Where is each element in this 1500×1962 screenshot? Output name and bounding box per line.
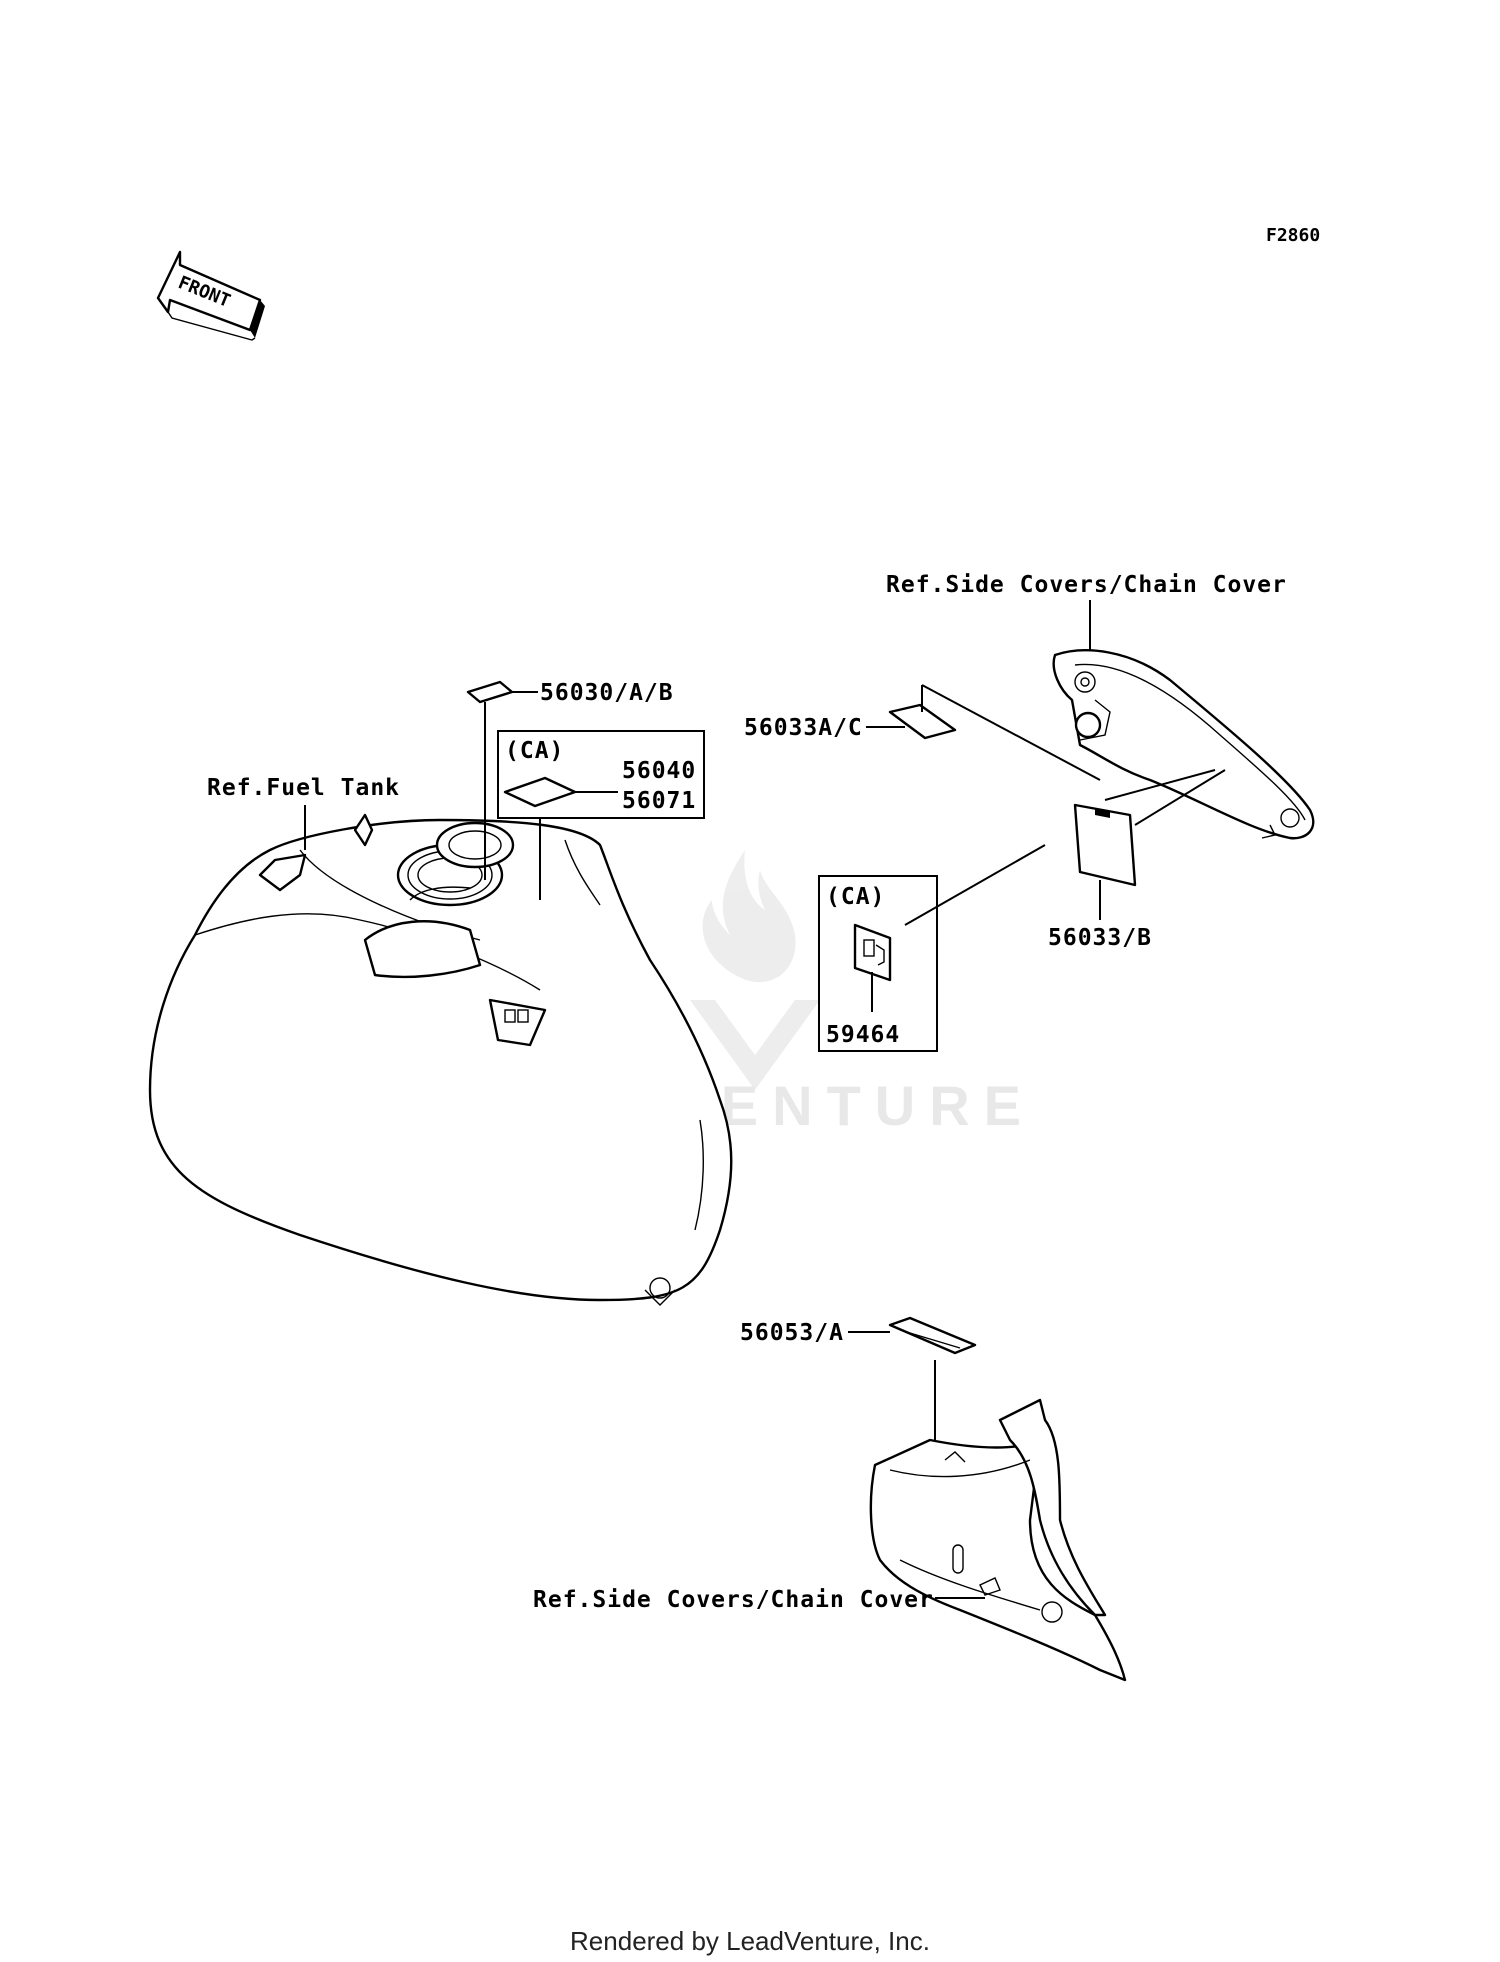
ref-fuel-tank-label: Ref.Fuel Tank bbox=[207, 775, 400, 801]
ref-side-covers-bottom-label: Ref.Side Covers/Chain Cover bbox=[533, 1587, 934, 1613]
sticker-56030 bbox=[466, 680, 514, 704]
side-cover-top bbox=[1052, 649, 1315, 840]
ca-box2-tag: (CA) bbox=[826, 884, 885, 910]
sticker-56033b bbox=[1073, 803, 1137, 887]
part-56033b-label: 56033/B bbox=[1048, 925, 1152, 951]
watermark-logo-icon bbox=[690, 850, 820, 1090]
footer-credit: Rendered by LeadVenture, Inc. bbox=[570, 1926, 930, 1956]
part-56071-label: 56071 bbox=[622, 788, 696, 814]
ca-box-56040: (CA) 56040 56071 bbox=[497, 730, 705, 819]
ref-side-covers-top-label: Ref.Side Covers/Chain Cover bbox=[886, 572, 1287, 598]
sticker-56033ac bbox=[888, 703, 957, 740]
chain-cover-bottom bbox=[869, 1398, 1127, 1682]
fuel-tank bbox=[148, 813, 733, 1306]
part-56030-label: 56030/A/B bbox=[540, 680, 674, 706]
part-59464-label: 59464 bbox=[826, 1022, 900, 1048]
ca-box-59464: (CA) 59464 bbox=[818, 875, 938, 1052]
front-arrow-icon: FRONT bbox=[156, 250, 265, 341]
sticker-56053 bbox=[888, 1316, 977, 1355]
part-56053-label: 56053/A bbox=[740, 1320, 844, 1346]
part-56033ac-label: 56033A/C bbox=[744, 715, 863, 741]
diagram-code: F2860 bbox=[1266, 225, 1320, 246]
fuel-label-icon bbox=[853, 923, 892, 982]
part-56040-label: 56040 bbox=[622, 758, 696, 784]
ca-box1-tag: (CA) bbox=[505, 738, 564, 764]
